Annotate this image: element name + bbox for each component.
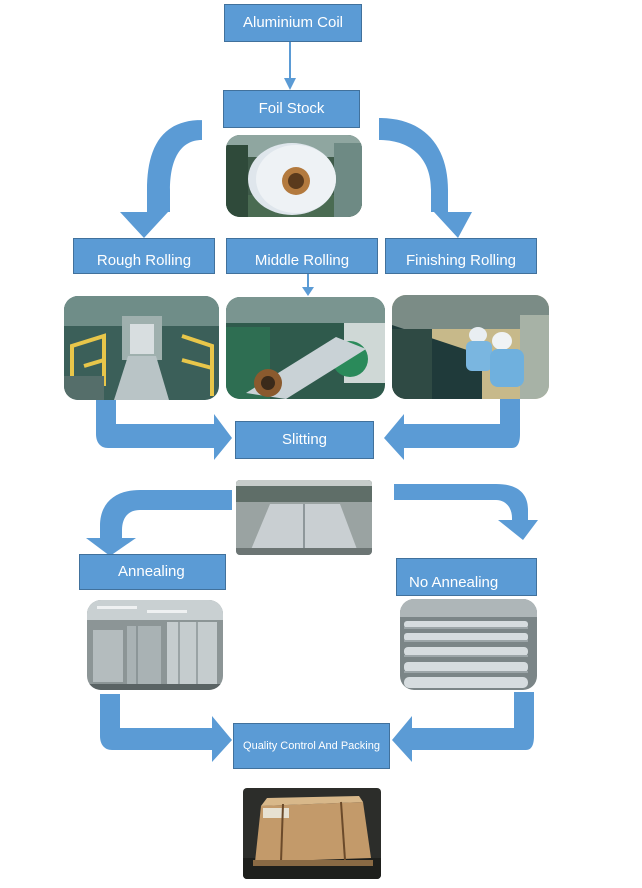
node-foil-stock: Foil Stock (223, 90, 360, 128)
arrow-slitting-to-annealing (86, 490, 232, 556)
arrow-finishing-to-slitting (384, 398, 520, 460)
packed-crate-photo (243, 788, 381, 879)
node-rough-rolling: Rough Rolling (73, 238, 215, 274)
arrow-no-annealing-to-qc (392, 692, 534, 762)
node-finishing-rolling: Finishing Rolling (385, 238, 537, 274)
node-middle-rolling: Middle Rolling (226, 238, 378, 274)
node-annealing: Annealing (79, 554, 226, 590)
node-quality-control-packing: Quality Control And Packing (233, 723, 390, 769)
middle-rolling-mill-photo (226, 297, 385, 399)
foil-stock-coil-photo (226, 135, 362, 217)
arrow-slitting-to-no-annealing (394, 484, 538, 540)
arrow-coil-to-foil (284, 42, 296, 90)
node-no-annealing: No Annealing (396, 558, 537, 596)
arrow-foil-to-finishing-rolling (379, 95, 472, 238)
finishing-rolling-workers-photo (392, 295, 549, 399)
arrow-rough-to-slitting (96, 400, 232, 460)
no-annealing-rolls-photo (400, 599, 537, 690)
arrow-annealing-to-qc (100, 694, 232, 762)
annealing-furnace-photo (87, 600, 223, 690)
slitting-sheets-photo (236, 480, 372, 555)
arrow-foil-to-rough-rolling (120, 95, 202, 238)
node-aluminium-coil: Aluminium Coil (224, 4, 362, 42)
rough-rolling-mill-photo (64, 296, 219, 400)
arrow-middle-rolling-down (302, 273, 314, 296)
node-slitting: Slitting (235, 421, 374, 459)
